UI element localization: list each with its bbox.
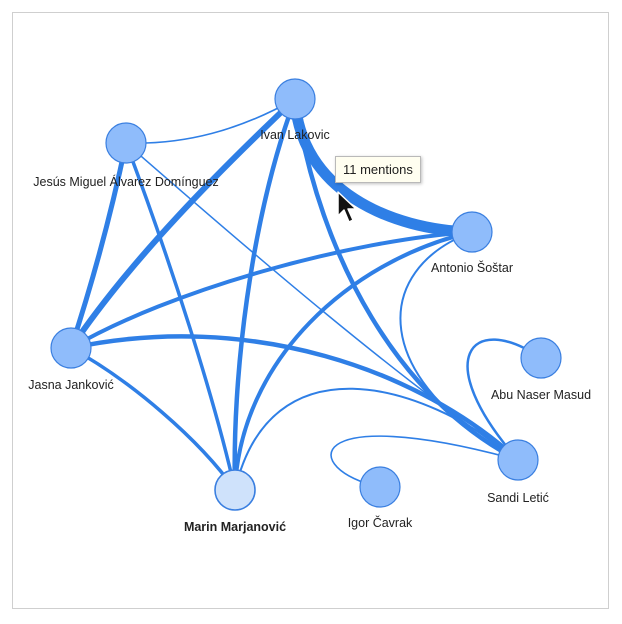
- node-sandi[interactable]: [497, 439, 539, 481]
- edge-ivan-jasna[interactable]: [68, 96, 298, 351]
- mouse-pointer-icon: [337, 191, 357, 223]
- node-label-marin: Marin Marjanović: [184, 520, 286, 534]
- node-jasna[interactable]: [50, 327, 92, 369]
- edge-antonio-marin[interactable]: [233, 230, 474, 492]
- edge-igor-sandi[interactable]: [330, 435, 519, 488]
- node-label-ivan: Ivan Lakovic: [260, 128, 329, 142]
- edge-jesus-jasna[interactable]: [68, 140, 129, 351]
- node-abu[interactable]: [520, 337, 562, 379]
- node-jesus[interactable]: [105, 122, 147, 164]
- edge-ivan-sandi[interactable]: [292, 96, 521, 463]
- node-label-antonio: Antonio Šoštar: [431, 260, 513, 275]
- edge-marin-sandi[interactable]: [234, 387, 519, 491]
- graph-panel: [12, 12, 609, 609]
- node-label-jasna: Jasna Janković: [28, 378, 113, 392]
- node-label-abu: Abu Naser Masud: [491, 388, 591, 402]
- node-igor[interactable]: [359, 466, 401, 508]
- node-label-jesus: Jesús Miguel Álvarez Domínguez: [33, 174, 219, 189]
- edge-antonio-jasna[interactable]: [69, 230, 474, 350]
- edge-tooltip: 11 mentions: [335, 156, 421, 183]
- edge-ivan-marin[interactable]: [232, 96, 298, 493]
- node-label-sandi: Sandi Letić: [487, 491, 549, 505]
- edge-abu-sandi[interactable]: [466, 338, 543, 462]
- edge-jasna-marin[interactable]: [69, 346, 237, 492]
- edge-antonio-sandi[interactable]: [399, 231, 519, 461]
- node-marin[interactable]: [214, 469, 256, 511]
- node-label-igor: Igor Čavrak: [348, 515, 413, 530]
- edge-jesus-marin[interactable]: [124, 141, 237, 492]
- edge-ivan-jesus[interactable]: [125, 98, 296, 144]
- node-ivan[interactable]: [274, 78, 316, 120]
- edge-jasna-sandi[interactable]: [68, 334, 521, 463]
- edge-jesus-sandi[interactable]: [125, 142, 519, 461]
- node-antonio[interactable]: [451, 211, 493, 253]
